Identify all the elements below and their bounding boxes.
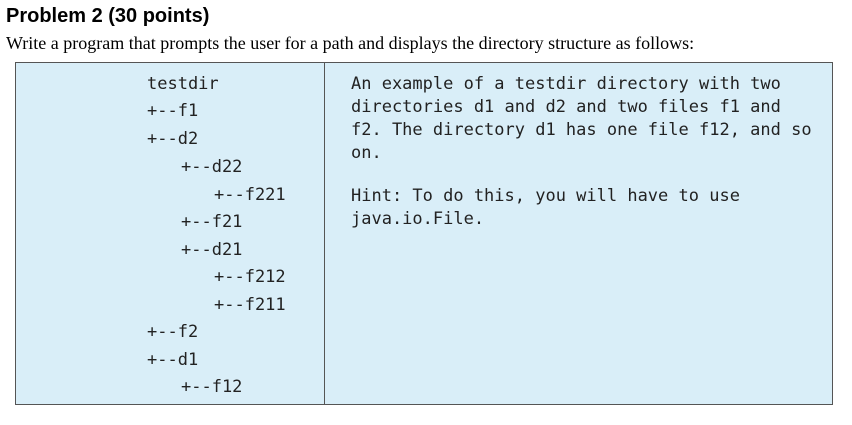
- tree-line-d22: +--d22: [181, 157, 243, 177]
- tree-line-f1: +--f1: [147, 101, 199, 121]
- tree-line-d1: +--d1: [147, 350, 199, 370]
- tree-line-f21: +--f21: [181, 212, 243, 232]
- tree-line-root: testdir: [147, 74, 219, 94]
- tree-line-d2: +--d2: [147, 129, 199, 149]
- tree-line-f211: +--f211: [214, 295, 286, 315]
- tree-line-f221: +--f221: [214, 185, 286, 205]
- column-divider: [324, 63, 325, 404]
- problem-title: Problem 2 (30 points): [6, 5, 210, 27]
- directory-tree: testdir +--f1 +--d2 +--d22 +--f221 +--f2…: [16, 63, 324, 404]
- tree-line-f12: +--f12: [181, 377, 243, 397]
- description-example: An example of a testdir directory with t…: [351, 74, 812, 163]
- tree-line-f2: +--f2: [147, 322, 199, 342]
- problem-prompt: Write a program that prompts the user fo…: [6, 33, 695, 53]
- tree-line-f212: +--f212: [214, 267, 286, 287]
- example-box: testdir +--f1 +--d2 +--d22 +--f221 +--f2…: [15, 62, 833, 405]
- description-hint: Hint: To do this, you will have to use j…: [351, 186, 740, 229]
- description: An example of a testdir directory with t…: [351, 73, 821, 231]
- tree-line-d21: +--d21: [181, 240, 243, 260]
